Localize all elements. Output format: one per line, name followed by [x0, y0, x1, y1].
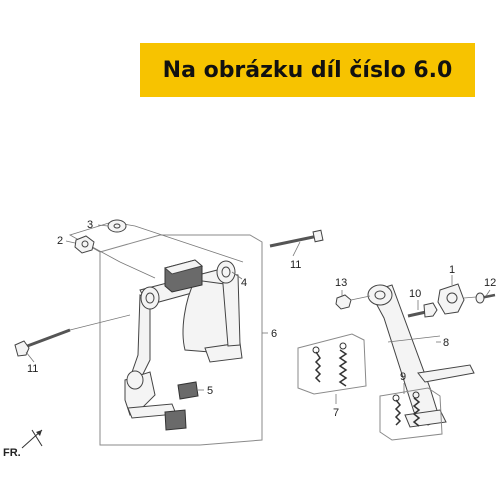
part-number-banner: Na obrázku díl číslo 6.0 — [140, 43, 475, 97]
pivot-bolt-upper[interactable] — [269, 229, 324, 248]
callout-5: 5 — [207, 385, 213, 397]
stand-stopper[interactable] — [163, 259, 204, 293]
front-label: FR. — [3, 447, 21, 459]
callout-4: 4 — [241, 277, 247, 289]
banner-text: Na obrázku díl číslo 6.0 — [162, 57, 453, 83]
spring-group-frame-7 — [297, 333, 367, 395]
callout-6: 6 — [271, 328, 277, 340]
frame-guide-lines — [68, 221, 244, 263]
callout-13: 13 — [335, 277, 347, 289]
side-stand-nut[interactable] — [335, 294, 352, 310]
front-direction-indicator: FR. — [3, 429, 43, 459]
callout-11-upper: 11 — [290, 259, 301, 271]
main-stand-frame — [99, 234, 263, 446]
callout-8: 8 — [443, 337, 449, 349]
washer-3[interactable] — [107, 219, 127, 233]
callout-10: 10 — [409, 288, 421, 300]
callout-7: 7 — [333, 407, 339, 419]
spring-group-frame-9 — [379, 387, 443, 441]
callout-3: 3 — [87, 219, 93, 231]
bracket-bolt[interactable] — [475, 292, 496, 304]
callout-12: 12 — [484, 277, 496, 289]
callout-9: 9 — [400, 371, 406, 383]
main-stand-spring[interactable] — [312, 342, 348, 387]
callout-11-lower: 11 — [27, 363, 38, 375]
callout-2: 2 — [57, 235, 63, 247]
foot-rubber[interactable] — [164, 381, 199, 431]
nut-2[interactable] — [74, 235, 95, 254]
side-stand-bracket[interactable] — [437, 283, 465, 315]
main-stand[interactable] — [124, 260, 243, 419]
pivot-bolt-lower[interactable] — [14, 328, 71, 357]
callout-1: 1 — [449, 264, 455, 276]
side-stand-spring[interactable] — [392, 391, 421, 427]
side-stand-bolt[interactable] — [407, 302, 438, 318]
